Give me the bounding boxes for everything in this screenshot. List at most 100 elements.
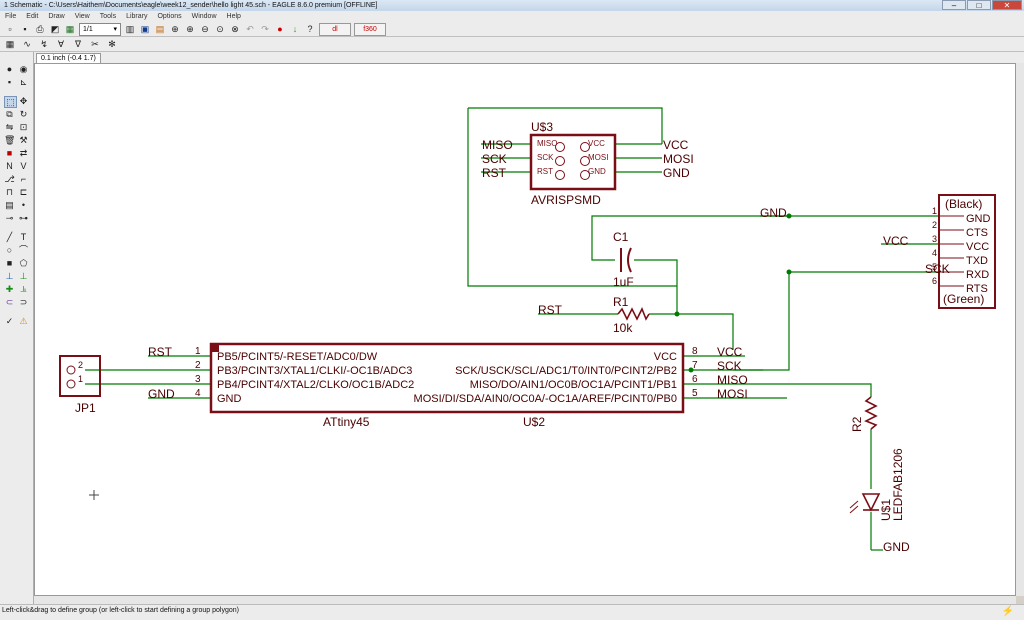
text-icon[interactable]: T (20, 232, 27, 242)
split-icon[interactable]: ⎇ (4, 174, 15, 184)
print-icon[interactable]: ⎙ (36, 23, 44, 34)
replace-icon[interactable]: ⇄ (19, 148, 28, 158)
attribute-icon[interactable]: ⊥ (19, 271, 28, 281)
miter-icon[interactable]: ⌐ (20, 174, 27, 184)
ftdi-connector[interactable]: (Black) (Green) GND CTS VCC TXD RXD RTS … (932, 194, 996, 309)
arc-icon[interactable]: ⌒ (18, 245, 28, 255)
name-icon[interactable]: N (6, 161, 13, 171)
save-icon[interactable]: ▪ (23, 24, 27, 34)
capacitor-c1[interactable]: C1 1uF (613, 230, 634, 289)
ftdi-pin-number: 3 (932, 234, 937, 244)
cut-icon[interactable]: ✂ (91, 38, 99, 49)
modlink-icon[interactable]: ⊂ (5, 297, 14, 307)
undo-icon[interactable]: ↶ (246, 23, 254, 34)
polygon-icon[interactable]: ⬠ (19, 258, 28, 268)
gate-swap-icon[interactable]: ⊶ (19, 213, 28, 223)
rotate-icon[interactable]: ↯ (40, 38, 48, 49)
schematic-canvas[interactable]: MISO SCK RST VCC MOSI GND U$3 AVRISPSMD … (34, 63, 1016, 596)
net-icon[interactable]: ⊓ (5, 187, 14, 197)
r2-name: R2 (850, 416, 864, 432)
led-value: LEDFAB1206 (891, 448, 905, 521)
bom-icon[interactable]: ▣ (140, 23, 150, 34)
optimize-icon[interactable]: ⊡ (19, 122, 28, 132)
design-link-icon[interactable]: dl (319, 22, 351, 36)
stop-icon[interactable]: ● (277, 24, 283, 34)
zoom-out-icon[interactable]: ⊖ (201, 23, 209, 34)
bus-icon[interactable]: ⊏ (19, 187, 28, 197)
filter-icon[interactable]: ∀ (57, 38, 65, 49)
frame-icon[interactable]: ⫡ (20, 284, 27, 294)
net-label: GND (148, 387, 175, 401)
ftdi-pin-label: VCC (966, 241, 989, 253)
gear-icon[interactable]: ✻ (108, 38, 116, 49)
wire-cap-gnd (591, 215, 789, 261)
menu-library[interactable]: Library (126, 13, 148, 20)
add-part-icon[interactable]: ✚ (5, 284, 14, 294)
menu-draw[interactable]: Draw (48, 13, 65, 20)
warning-icon[interactable]: ⚠ (19, 316, 28, 326)
value-icon[interactable]: ∇ (74, 38, 82, 49)
add-icon[interactable]: ■ (6, 148, 13, 158)
coordinate-tab[interactable]: 0.1 inch (-0.4 1.7) (36, 53, 101, 64)
chevron-down-icon: ▾ (113, 25, 117, 33)
horizontal-scrollbar[interactable] (34, 596, 1016, 604)
board-icon[interactable]: ▥ (125, 23, 135, 34)
move-icon[interactable]: ✥ (19, 96, 28, 106)
minimize-button[interactable]: – (942, 0, 966, 10)
zoom-in-icon[interactable]: ⊕ (186, 23, 194, 34)
delete-icon[interactable]: 🗑 (4, 135, 16, 145)
cam-icon[interactable]: ◩ (50, 23, 60, 34)
redo-icon[interactable]: ↷ (261, 23, 269, 34)
lightning-icon[interactable]: ⚡ (1001, 606, 1014, 617)
resistor-r2[interactable]: R2 (850, 396, 878, 432)
attiny-pin-label: GND (217, 393, 242, 405)
copy-icon[interactable]: ⧉ (6, 109, 13, 119)
maximize-button[interactable]: □ (967, 0, 991, 10)
sheet-icon[interactable]: ▦ (65, 23, 75, 34)
menu-help[interactable]: Help (226, 13, 241, 20)
mark-icon[interactable]: ⊾ (19, 77, 28, 87)
group-icon[interactable]: ⬚ (4, 96, 17, 108)
jumper-jp1[interactable]: 2 1 JP1 (59, 355, 101, 415)
rect-icon[interactable]: ■ (6, 258, 13, 268)
wire-style-icon[interactable]: ∿ (23, 38, 31, 49)
wrench-icon[interactable]: ⚒ (19, 135, 28, 145)
fusion-link-icon[interactable]: f360 (354, 22, 386, 36)
display-icon[interactable]: ▪ (7, 77, 12, 87)
junction-icon[interactable]: • (21, 200, 26, 210)
menu-window[interactable]: Window (191, 13, 217, 20)
rotate-tool-icon[interactable]: ↻ (19, 109, 28, 119)
pin-swap-icon[interactable]: ⊸ (5, 213, 14, 223)
new-icon[interactable]: ▫ (8, 24, 12, 34)
mirror-icon[interactable]: ⇋ (5, 122, 14, 132)
go-icon[interactable]: ↓ (292, 24, 298, 34)
avrisp-header[interactable]: MISO SCK RST VCC MOSI GND U$3 AVRISPSMD (529, 120, 617, 207)
menu-view[interactable]: View (74, 13, 90, 20)
zoom-fit-icon[interactable]: ⊕ (171, 23, 179, 34)
close-button[interactable]: ✕ (992, 0, 1022, 10)
circle-icon[interactable]: ○ (6, 245, 13, 255)
led-u1[interactable]: U$1 LEDFAB1206 GND (849, 448, 910, 554)
menu-tools[interactable]: Tools (99, 13, 117, 20)
vertical-scrollbar[interactable] (1016, 63, 1024, 596)
port-icon[interactable]: ⊃ (19, 297, 28, 307)
menu-file[interactable]: File (5, 13, 17, 20)
zoom-redraw-icon[interactable]: ⊙ (216, 23, 224, 34)
resistor-r1[interactable]: R1 10k RST (538, 295, 650, 335)
attiny45-chip[interactable]: PB5/PCINT5/-RESET/ADC0/DW PB3/PCINT3/XTA… (195, 342, 698, 429)
menu-edit[interactable]: Edit (26, 13, 39, 20)
zoom-select-icon[interactable]: ⊗ (231, 23, 239, 34)
menu-options[interactable]: Options (157, 13, 182, 20)
help-icon[interactable]: ? (307, 24, 313, 34)
script-icon[interactable]: ▤ (155, 23, 165, 34)
info-icon[interactable]: ● (6, 64, 13, 74)
attiny-pin-number: 3 (195, 374, 201, 385)
value-tool-icon[interactable]: V (20, 161, 27, 171)
label-icon[interactable]: ▤ (5, 200, 14, 210)
show-icon[interactable]: ◉ (19, 64, 28, 74)
grid-icon[interactable]: ▦ (5, 38, 15, 49)
line-icon[interactable]: ╱ (6, 232, 13, 242)
dimension-icon[interactable]: ⊥ (5, 271, 14, 281)
erc-icon[interactable]: ✓ (5, 316, 14, 326)
sheet-select[interactable]: 1/1 ▾ (79, 22, 121, 36)
